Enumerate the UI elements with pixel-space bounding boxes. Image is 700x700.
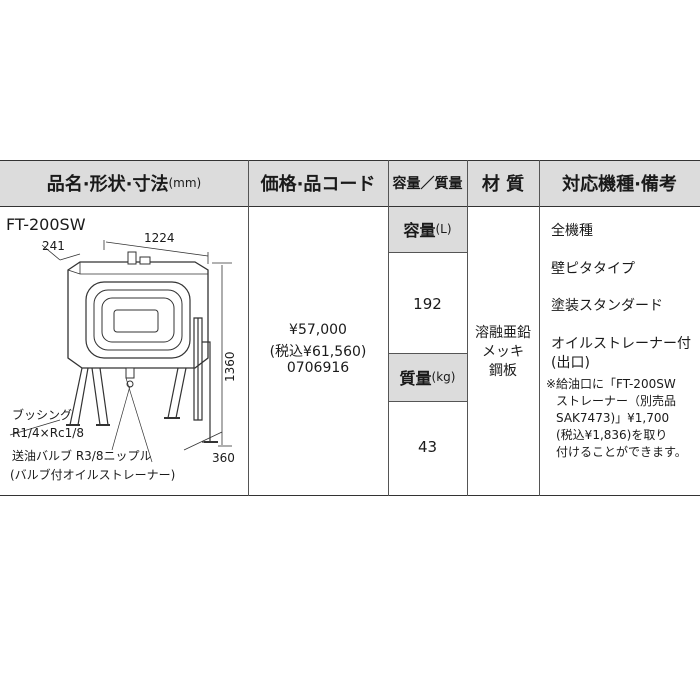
vent-cap: [139, 256, 151, 265]
weight-value: 43: [417, 438, 438, 456]
weight-top-divider: [388, 353, 467, 354]
dim-360: 360: [212, 451, 235, 465]
compat-note1: ※給油口に「FT-200SW: [546, 377, 676, 391]
compat-note5: 付けることができます。: [556, 445, 687, 459]
material-line3: 鋼板: [489, 363, 517, 379]
capacity-unit: (L): [435, 222, 452, 236]
tank-body: [67, 261, 209, 369]
dim-1224: 1224: [144, 231, 175, 245]
material-line2: メッキ: [482, 344, 524, 360]
model-name: FT-200SW: [6, 215, 86, 234]
capacity-value: 192: [413, 295, 442, 313]
bushing-label: ブッシング: [12, 408, 73, 422]
capacity-label: 容量: [403, 221, 436, 240]
price-value: ¥57,000: [289, 322, 347, 338]
header-material: 材 質: [467, 160, 539, 206]
compat-item1: 全機種: [551, 223, 593, 239]
col-divider-2: [388, 160, 389, 496]
tank-emblem-mid: [93, 289, 183, 351]
header-product-unit: (mm): [168, 176, 202, 190]
compat-item2: 壁ピタタイプ: [551, 261, 635, 277]
col-divider-4: [539, 160, 540, 496]
compat-note3: SAK7473)」¥1,700: [556, 411, 670, 425]
bushing-spec: R1/4×Rc1/8: [12, 426, 84, 440]
weight-header: 質量(kg): [388, 353, 467, 401]
compat-note4: (税込¥1,836)を取り: [556, 428, 668, 442]
compat-item3: 塗装スタンダード: [551, 298, 663, 314]
table-top-border: [0, 160, 700, 161]
col-divider-3: [467, 160, 468, 496]
weight-divider: [388, 401, 467, 402]
valve-note: (バルブ付オイルストレーナー): [10, 468, 176, 482]
col-divider-1: [248, 160, 249, 496]
weight-unit: (kg): [431, 370, 456, 384]
oil-valve: [125, 367, 135, 379]
capacity-header: 容量(L): [388, 206, 467, 252]
header-product-label: 品名·形状·寸法: [46, 174, 169, 195]
header-compat: 対応機種·備考: [539, 160, 700, 206]
compat-note2: ストレーナー（別売品: [556, 394, 677, 408]
header-price: 価格·品コード: [248, 160, 388, 206]
fill-cap: [127, 251, 137, 265]
weight-label: 質量: [399, 369, 432, 388]
compat-item4b: (出口): [551, 355, 590, 371]
tank-emblem-window: [113, 309, 159, 333]
header-bottom-border: [0, 206, 700, 207]
dim-241: 241: [42, 239, 65, 253]
dim-1360: 1360: [223, 351, 237, 382]
compat-item4a: オイルストレーナー付: [551, 336, 691, 352]
header-product: 品名·形状·寸法(mm): [0, 160, 248, 206]
tank-emblem-outer: [85, 281, 191, 359]
left-leg: [69, 367, 109, 426]
header-capacity-weight-label: 容量／質量: [392, 176, 463, 192]
valve-label: 送油バルブ R3/8ニップル: [12, 449, 152, 463]
price-tax: (税込¥61,560): [269, 344, 367, 360]
header-material-label: 材 質: [481, 174, 525, 195]
right-leg: [167, 367, 187, 419]
product-code: 0706916: [286, 360, 350, 376]
spec-table: 品名·形状·寸法(mm) 価格·品コード 容量／質量 材 質 対応機種·備考 容…: [0, 160, 700, 496]
tank-emblem-inner: [101, 297, 175, 343]
tank-diagram: 241 1224 1360 360: [9, 231, 237, 465]
material-line1: 溶融亜鉛: [475, 325, 531, 341]
header-price-label: 価格·品コード: [260, 174, 376, 195]
header-compat-label: 対応機種·備考: [562, 174, 677, 195]
capacity-divider: [388, 252, 467, 253]
table-bottom-border: [0, 495, 700, 496]
header-capacity-weight: 容量／質量: [388, 160, 467, 206]
